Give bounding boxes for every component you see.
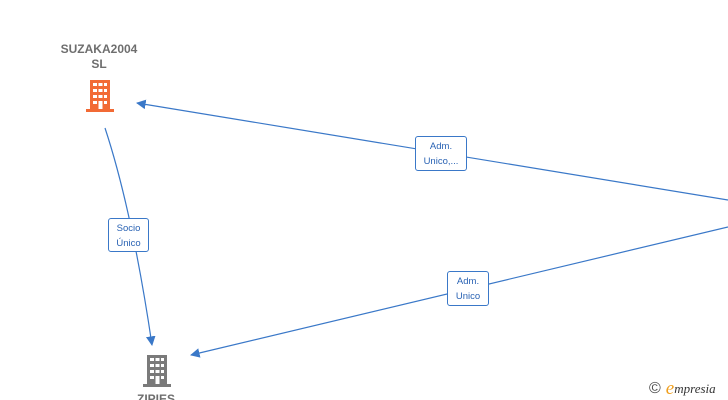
node-label-suzaka[interactable]: SUZAKA2004 SL (50, 42, 148, 72)
brand-logo-initial: e (665, 378, 675, 399)
edge-label-line: Unico,... (423, 156, 459, 167)
edge-label-line: Socio (116, 223, 141, 234)
node-label-line: SL (91, 57, 107, 71)
node-label-line: SUZAKA2004 (60, 42, 138, 56)
edge-label-adm-unico-bottom[interactable]: Adm. Unico (447, 271, 489, 306)
edge-label-line: Unico (455, 291, 481, 302)
edge-label-line: Único (116, 238, 141, 249)
edge-label-line: Adm. (429, 141, 453, 152)
node-label-zipies[interactable]: ZIPIES (108, 392, 204, 400)
node-label-line: ZIPIES (136, 392, 175, 400)
edge-label-line: Adm. (456, 276, 480, 287)
building-icon[interactable] (141, 354, 173, 388)
edge-label-socio-unico[interactable]: Socio Único (108, 218, 149, 252)
copyright-icon: © (649, 380, 661, 397)
brand-logo-text: mpresia (674, 381, 716, 396)
brand-watermark: © e mpresia (649, 378, 716, 400)
building-icon[interactable] (84, 79, 116, 113)
edge-label-adm-unico-top[interactable]: Adm. Unico,... (415, 136, 467, 171)
